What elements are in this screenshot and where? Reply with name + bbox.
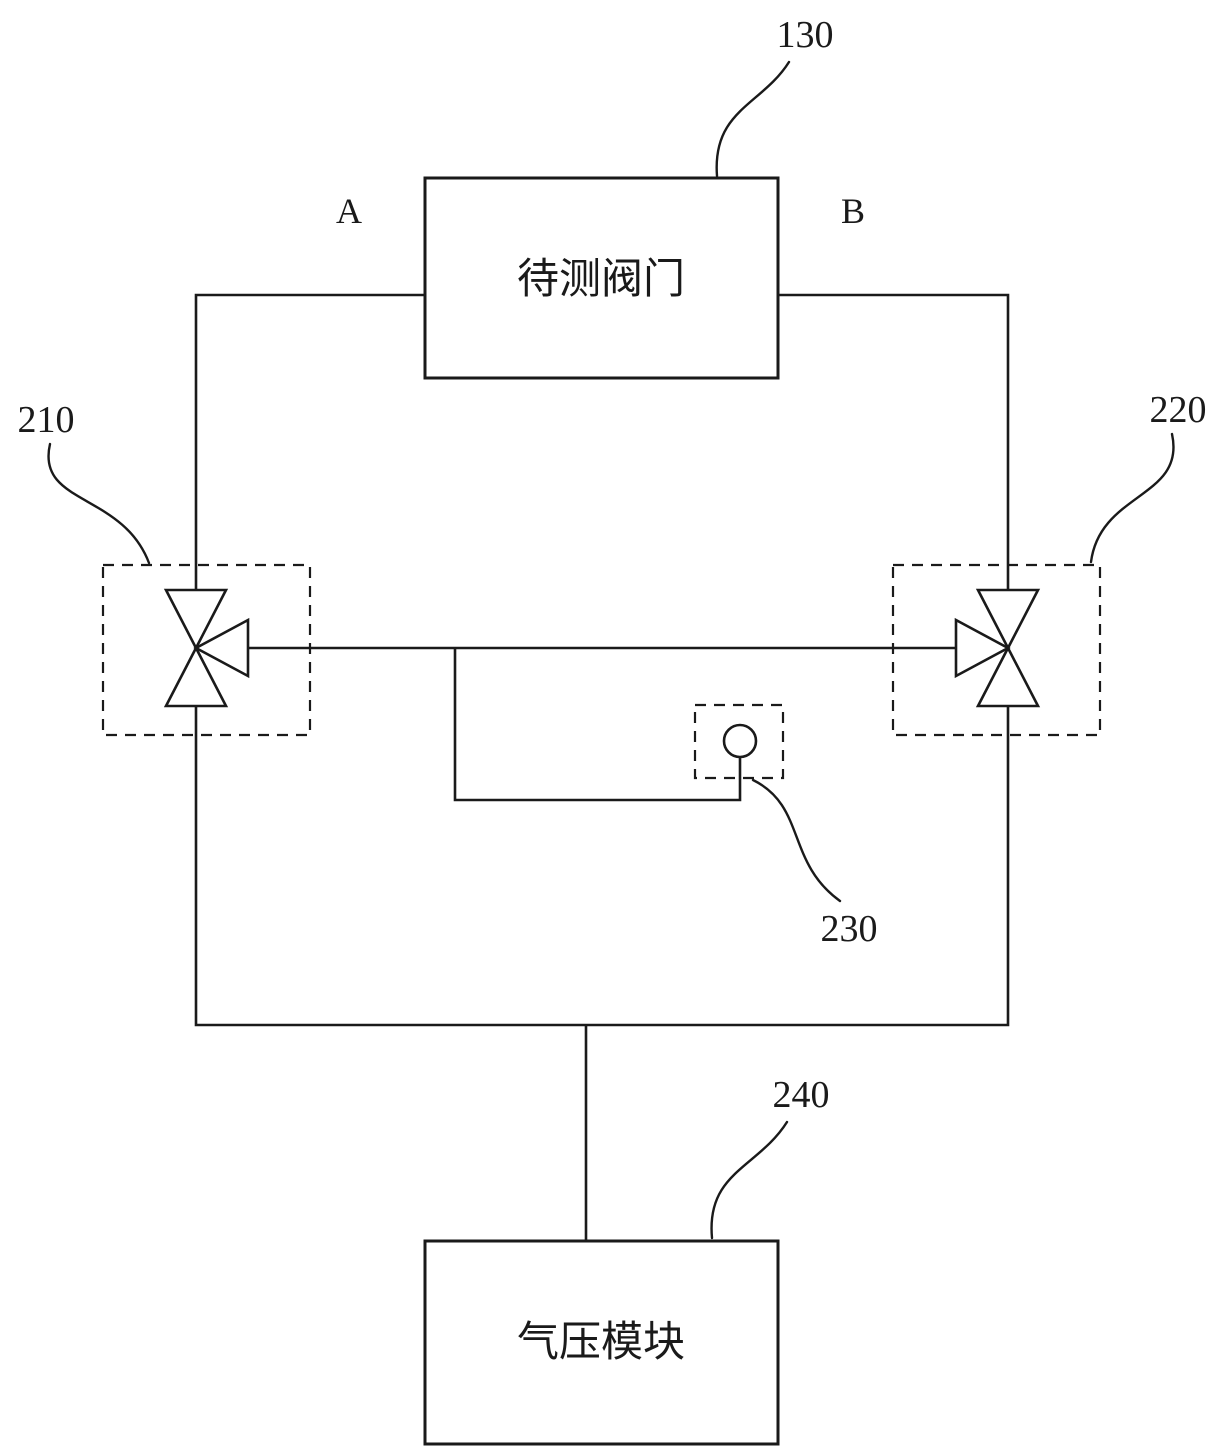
sensor-branch-pipe bbox=[453, 648, 742, 802]
valve-210-symbol bbox=[163, 588, 250, 708]
sensor-230-symbol bbox=[722, 723, 758, 759]
label-valve-under-test: 待测阀门 bbox=[517, 257, 685, 303]
valve-210-side-triangle bbox=[193, 617, 250, 679]
label-210: 210 bbox=[18, 399, 75, 441]
label-pneumatic-module: 气压模块 bbox=[517, 1320, 685, 1366]
label-130: 130 bbox=[777, 14, 834, 56]
label-240: 240 bbox=[773, 1074, 830, 1116]
pneumatic-module-box bbox=[423, 1239, 780, 1446]
valve-220-side-triangle bbox=[954, 617, 1011, 679]
leader-230 bbox=[751, 778, 842, 903]
label-220: 220 bbox=[1150, 389, 1207, 431]
leader-220 bbox=[1089, 432, 1175, 564]
outer-pipe-loop bbox=[194, 293, 1010, 1027]
leader-240 bbox=[710, 1120, 789, 1240]
leader-130 bbox=[715, 60, 791, 178]
label-port-a: A bbox=[336, 191, 362, 231]
valve-210-bottom-triangle bbox=[163, 645, 229, 708]
valve-210-dashed-box bbox=[101, 563, 312, 737]
valve-220-top-triangle bbox=[975, 588, 1041, 651]
label-port-b: B bbox=[841, 191, 865, 231]
valve-210-top-triangle bbox=[163, 588, 229, 651]
valve-220-symbol bbox=[954, 588, 1041, 708]
sensor-230-dashed-box bbox=[693, 703, 785, 780]
valve-220-bottom-triangle bbox=[975, 645, 1041, 708]
valve-220-dashed-box bbox=[891, 563, 1102, 737]
label-230: 230 bbox=[821, 908, 878, 950]
valve-under-test-box bbox=[423, 176, 780, 380]
leader-210 bbox=[47, 442, 151, 565]
